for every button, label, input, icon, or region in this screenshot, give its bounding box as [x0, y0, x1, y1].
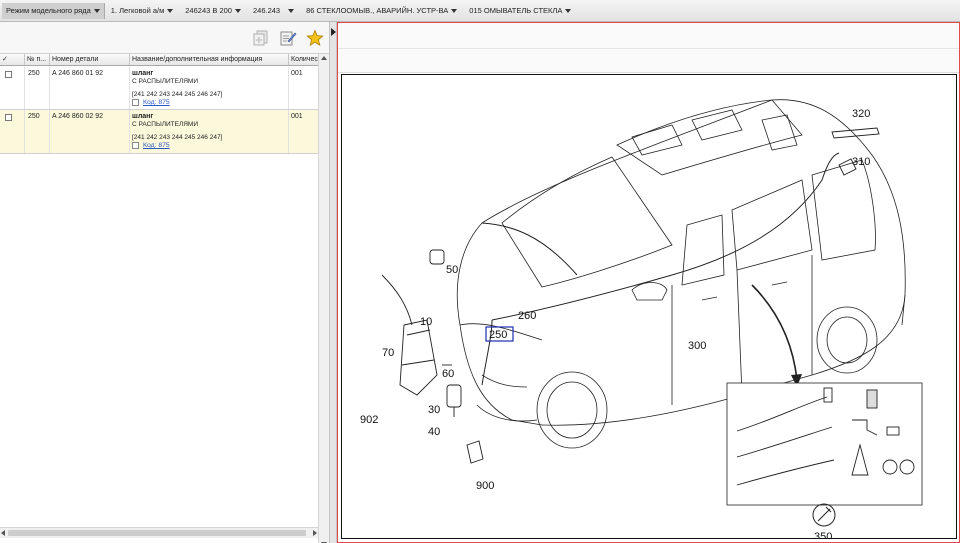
- row-checkbox[interactable]: [5, 71, 12, 78]
- chevron-down-icon: [451, 8, 458, 13]
- position-number: 250: [25, 67, 50, 109]
- vertical-scrollbar[interactable]: [318, 54, 329, 543]
- document-icon: [132, 99, 139, 106]
- wrench-icon: [812, 503, 836, 527]
- star-icon[interactable]: [304, 27, 326, 49]
- part-description: шланг С РАСПЫЛИТЕЛЯМИ [241 242 243 244 2…: [130, 67, 289, 109]
- chevron-down-icon: [93, 8, 100, 13]
- row-checkbox[interactable]: [5, 114, 12, 121]
- callout-250[interactable]: 250: [489, 329, 507, 341]
- parts-table-header: ✓ № п... Номер детали Название/дополните…: [0, 54, 318, 66]
- document-icon: [132, 142, 139, 149]
- edit-note-icon[interactable]: [277, 27, 299, 49]
- part-name: шланг: [132, 70, 154, 77]
- column-check[interactable]: ✓: [0, 54, 25, 65]
- scrollbar-thumb[interactable]: [8, 530, 306, 536]
- callout-10[interactable]: 10: [420, 316, 432, 328]
- callout-40[interactable]: 40: [428, 426, 440, 438]
- callout-70[interactable]: 70: [382, 347, 394, 359]
- parts-table: 250 A 246 860 01 92 шланг С РАСПЫЛИТЕЛЯМ…: [0, 67, 318, 154]
- copy-icon[interactable]: [250, 27, 272, 49]
- callout-900[interactable]: 900: [476, 480, 494, 492]
- scroll-left-icon[interactable]: [1, 530, 5, 536]
- arrow-head: [791, 374, 802, 387]
- position-number: 250: [25, 110, 50, 153]
- part-number: A 246 860 02 92: [50, 110, 130, 153]
- diagram-subtoolbar: [338, 49, 959, 73]
- washer-reservoir: [381, 249, 445, 396]
- breadcrumb-mode[interactable]: Режим модельного ряда: [2, 2, 105, 19]
- chevron-down-icon: [167, 8, 174, 13]
- chevron-down-icon: [288, 8, 295, 13]
- quantity: 001: [291, 70, 303, 77]
- part-name: шланг: [132, 113, 154, 120]
- breadcrumb-chassis[interactable]: 246.243: [247, 0, 300, 22]
- table-row[interactable]: 250 A 246 860 01 92 шланг С РАСПЫЛИТЕЛЯМ…: [0, 67, 318, 110]
- scroll-up-icon[interactable]: [321, 56, 327, 60]
- pump-parts: [442, 364, 484, 464]
- exploded-diagram[interactable]: 320 310 50 10 260 250 300 70 60 30 902 4…: [341, 74, 957, 543]
- callout-310[interactable]: 310: [852, 156, 870, 168]
- code-link[interactable]: Код: 875: [143, 142, 170, 149]
- washer-hoses: [481, 152, 840, 386]
- callout-320[interactable]: 320: [852, 108, 870, 120]
- column-quantity[interactable]: Количес: [291, 56, 318, 63]
- model-codes: [241 242 243 244 245 246 247]: [132, 91, 223, 98]
- panel-splitter[interactable]: [329, 22, 337, 543]
- rear-nozzle: [831, 127, 880, 176]
- parts-list-panel: ✓ № п... Номер детали Название/дополните…: [0, 22, 329, 543]
- callout-30[interactable]: 30: [428, 404, 440, 416]
- breadcrumb-model[interactable]: 246243 B 200: [179, 0, 247, 22]
- horizontal-scrollbar[interactable]: [0, 527, 318, 538]
- callout-50[interactable]: 50: [446, 264, 458, 276]
- breadcrumb: Режим модельного ряда 1. Легковой а/м 24…: [0, 0, 960, 22]
- highlight-box-250: [485, 326, 514, 342]
- column-position[interactable]: № п...: [25, 54, 50, 65]
- callout-labels: 320 310 50 10 260 250 300 70 60 30 902 4…: [360, 108, 870, 543]
- model-codes: [241 242 243 244 245 246 247]: [132, 134, 223, 141]
- quantity: 001: [291, 113, 303, 120]
- callout-350[interactable]: 350: [814, 531, 832, 543]
- diagram-panel: 320 310 50 10 260 250 300 70 60 30 902 4…: [337, 22, 960, 543]
- column-name[interactable]: Название/дополнительная информация: [130, 54, 289, 65]
- breadcrumb-vehicle-type[interactable]: 1. Легковой а/м: [105, 0, 179, 22]
- callout-260[interactable]: 260: [518, 310, 536, 322]
- detail-arrow: [751, 284, 798, 381]
- breadcrumb-subgroup[interactable]: 015 ОМЫВАТЕЛЬ СТЕКЛА: [463, 0, 577, 22]
- chevron-down-icon: [234, 8, 241, 13]
- chevron-down-icon: [565, 8, 572, 13]
- part-number: A 246 860 01 92: [50, 67, 130, 109]
- scroll-right-icon[interactable]: [313, 530, 317, 536]
- breadcrumb-group[interactable]: 86 СТЕКЛООМЫВ., АВАРИЙН. УСТР-ВА: [300, 0, 463, 22]
- table-row[interactable]: 250 A 246 860 02 92 шланг С РАСПЫЛИТЕЛЯМ…: [0, 110, 318, 154]
- callout-902[interactable]: 902: [360, 414, 378, 426]
- part-subtitle: С РАСПЫЛИТЕЛЯМИ: [132, 78, 199, 85]
- code-link[interactable]: Код: 875: [143, 99, 170, 106]
- part-description: шланг С РАСПЫЛИТЕЛЯМИ [241 242 243 244 2…: [130, 110, 289, 153]
- car-washer-diagram: 320 310 50 10 260 250 300 70 60 30 902 4…: [360, 99, 923, 543]
- parts-toolbar: [0, 22, 329, 54]
- part-subtitle: С РАСПЫЛИТЕЛЯМИ: [132, 121, 199, 128]
- callout-300[interactable]: 300: [688, 340, 706, 352]
- collapse-arrow-icon[interactable]: [331, 28, 336, 36]
- detail-inset: [726, 382, 923, 506]
- callout-60[interactable]: 60: [442, 368, 454, 380]
- diagram-toolbar: [338, 23, 959, 49]
- car-outline: [456, 99, 906, 449]
- column-part-number[interactable]: Номер детали: [50, 54, 130, 65]
